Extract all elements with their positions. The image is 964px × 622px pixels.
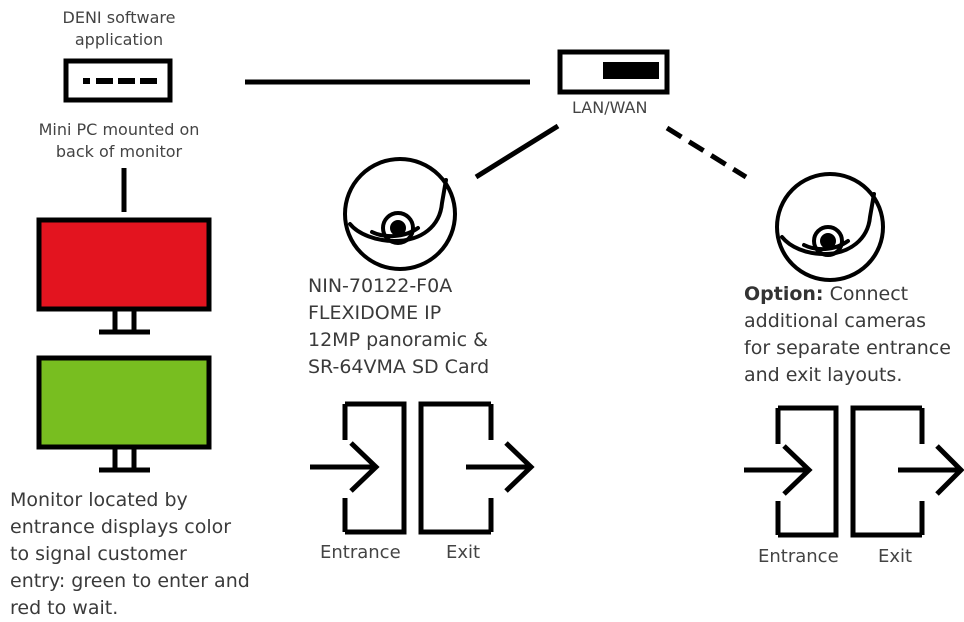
entrance-label: Entrance xyxy=(758,546,839,567)
software-title: DENI software application xyxy=(14,7,224,51)
option-caption: Option: Connect additional cameras for s… xyxy=(744,281,951,389)
network-switch-icon xyxy=(557,49,670,95)
monitor-caption: Monitor located by entrance displays col… xyxy=(10,487,250,622)
mini-pc-icon xyxy=(63,58,173,103)
camera-caption-line3: 12MP panoramic & xyxy=(308,329,488,351)
option-caption-line2: additional cameras xyxy=(744,310,927,332)
monitor-caption-line1: Monitor located by xyxy=(10,489,188,511)
option-bold-label: Option: xyxy=(744,283,824,305)
entrance-label: Entrance xyxy=(320,542,401,563)
dome-camera-icon xyxy=(343,157,457,271)
entrance-door-icon xyxy=(310,401,407,535)
option-caption-line4: and exit layouts. xyxy=(744,364,903,386)
network-to-option-camera-dashed-line xyxy=(665,125,748,180)
camera-caption-line2: FLEXIDOME IP xyxy=(308,302,442,324)
mini-pc-caption: Mini PC mounted on back of monitor xyxy=(14,119,224,163)
monitor-icon xyxy=(36,217,212,335)
mini-pc-caption-line1: Mini PC mounted on xyxy=(38,120,200,139)
network-to-camera-line xyxy=(474,123,560,180)
software-title-line1: DENI software xyxy=(62,8,176,27)
camera-caption: NIN-70122-F0A FLEXIDOME IP 12MP panorami… xyxy=(308,273,489,381)
exit-door-icon xyxy=(418,401,535,535)
monitor-icon xyxy=(36,355,212,473)
camera-caption-line4: SR-64VMA SD Card xyxy=(308,356,490,378)
monitor-caption-line4: entry: green to enter and xyxy=(10,570,250,592)
monitor-caption-line2: entrance displays color xyxy=(10,516,232,538)
option-caption-line1-rest: Connect xyxy=(823,283,909,305)
camera-caption-line1: NIN-70122-F0A xyxy=(308,275,453,297)
option-caption-line3: for separate entrance xyxy=(744,337,951,359)
option-caption-line1: Option: Connect xyxy=(744,281,951,308)
entrance-door-icon xyxy=(744,405,839,538)
mini-pc-caption-line2: back of monitor xyxy=(55,142,183,161)
exit-door-icon xyxy=(850,405,964,538)
exit-label: Exit xyxy=(446,542,481,563)
network-label: LAN/WAN xyxy=(572,98,648,117)
software-title-line2: application xyxy=(74,30,164,49)
exit-label: Exit xyxy=(878,546,913,567)
dome-camera-icon xyxy=(775,172,885,282)
monitor-caption-line5: red to wait. xyxy=(10,597,119,619)
monitor-caption-line3: to signal customer xyxy=(10,543,187,565)
